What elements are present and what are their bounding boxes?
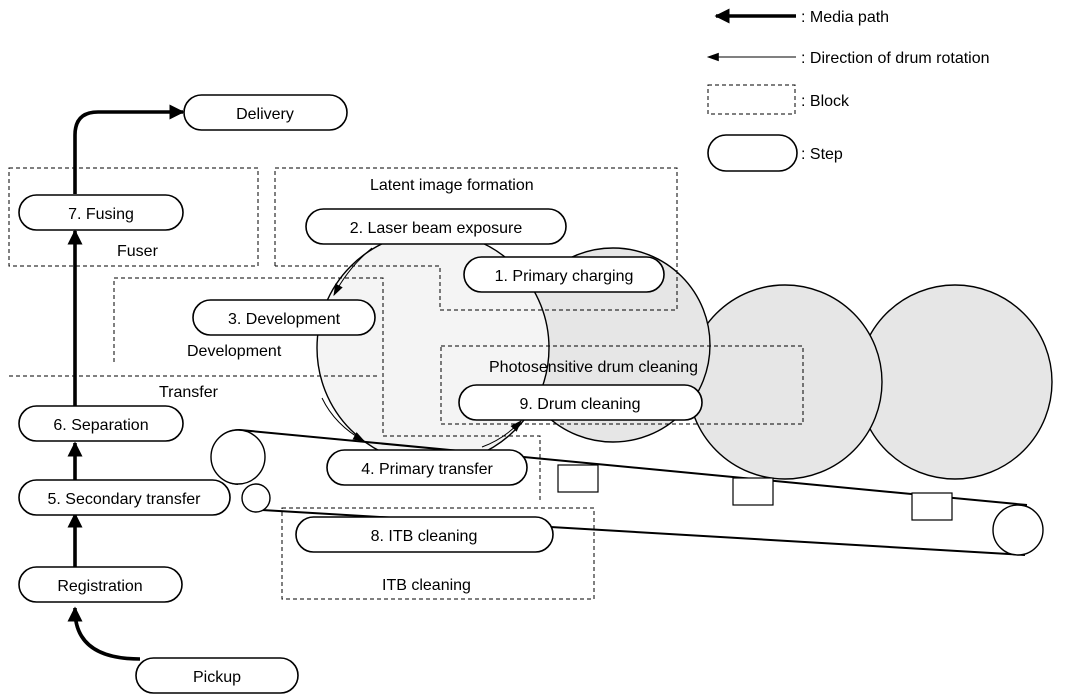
media-path-legend-label: : Media path	[801, 9, 889, 26]
fusing-step-shape	[18, 194, 184, 231]
itb-cleaning-step-label: 8. ITB cleaning	[371, 528, 478, 545]
development-step-shape	[192, 299, 376, 336]
itb-drive-roller	[210, 429, 266, 485]
drum-4	[857, 284, 1053, 480]
delivery-step-shape	[183, 94, 348, 131]
primary-charging-step-shape	[463, 256, 665, 293]
media-path-fusing-to-delivery	[73, 104, 185, 194]
legend: : Media path : Direction of drum rotatio…	[706, 8, 990, 172]
drum-rotation-legend-label: : Direction of drum rotation	[801, 50, 990, 67]
steps: Delivery 7. Fusing 2. Laser beam exposur…	[18, 94, 703, 694]
drum-cleaning-block-label: Photosensitive drum cleaning	[489, 359, 698, 376]
transfer-block-label: Transfer	[159, 384, 219, 401]
primary-charging-step-label: 1. Primary charging	[495, 268, 634, 285]
itb-cleaning-block-label: ITB cleaning	[382, 577, 471, 594]
step-legend-swatch	[707, 134, 798, 172]
drum-cleaning-step-label: 9. Drum cleaning	[520, 396, 641, 413]
primary-transfer-step-label: 4. Primary transfer	[361, 461, 493, 478]
intermediate-transfer-belt	[210, 428, 1044, 556]
rotation-arrow-to-primary-transfer	[321, 397, 366, 442]
primary-transfer-step-shape	[326, 449, 528, 486]
secondary-transfer-roller	[241, 483, 271, 513]
development-block	[113, 277, 541, 500]
itb-upper-run	[239, 429, 1028, 506]
latent-image-formation-block-label: Latent image formation	[370, 177, 534, 194]
drum-3	[687, 284, 883, 480]
rotation-arrow-to-drum-cleaning	[481, 420, 522, 448]
block-legend-label: : Block	[801, 93, 850, 110]
photosensitive-drums	[316, 231, 1053, 480]
secondary-transfer-step-shape	[18, 479, 231, 516]
toner-holder-1	[557, 464, 599, 493]
secondary-transfer-step-label: 5. Secondary transfer	[48, 491, 202, 508]
fuser-block	[8, 167, 259, 267]
registration-step-shape	[18, 566, 183, 603]
registration-step-label: Registration	[57, 578, 142, 595]
step-legend-label: : Step	[801, 146, 843, 163]
delivery-step-label: Delivery	[236, 106, 294, 123]
rotation-arrow-exposure-to-development	[333, 247, 373, 297]
toner-holder-3	[911, 492, 953, 521]
fuser-block-label: Fuser	[117, 243, 159, 260]
laser-beam-exposure-step-shape	[305, 208, 567, 245]
itb-cleaning-step-shape	[295, 516, 554, 553]
media-path	[67, 104, 185, 661]
drum-rotation-arrows	[321, 247, 522, 448]
separation-step-label: 6. Separation	[53, 417, 148, 434]
toner-holder-2	[732, 477, 774, 506]
development-step-label: 3. Development	[228, 311, 341, 328]
blocks: Fuser Latent image formation Development…	[8, 167, 804, 600]
drum-cleaning-step-shape	[458, 384, 703, 421]
media-path-pickup-to-registration	[67, 606, 141, 661]
pickup-step-shape	[135, 657, 299, 694]
laser-beam-exposure-step-label: 2. Laser beam exposure	[350, 220, 523, 237]
development-block-label: Development	[187, 343, 282, 360]
block-legend-swatch	[707, 84, 796, 115]
drum-cleaning-block	[440, 345, 804, 425]
latent-image-formation-block	[274, 167, 678, 311]
separation-step-shape	[18, 405, 184, 442]
pickup-step-label: Pickup	[193, 669, 241, 686]
fusing-step-label: 7. Fusing	[68, 206, 134, 223]
itb-tension-roller	[992, 504, 1044, 556]
itb-cleaning-block	[281, 507, 595, 600]
